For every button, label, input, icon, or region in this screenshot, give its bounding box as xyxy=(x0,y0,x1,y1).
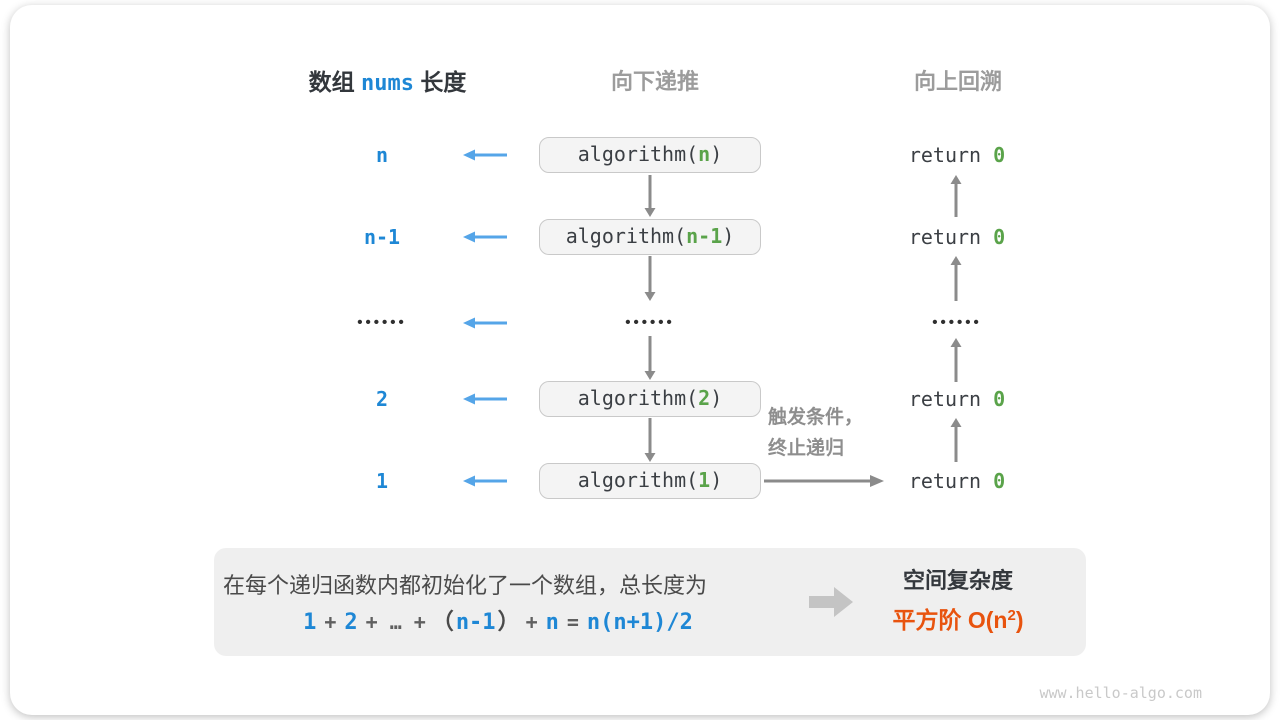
code-text: algorithm( xyxy=(565,224,687,248)
complexity-close-paren: ) xyxy=(1015,607,1024,633)
complexity-value: 平方阶 O(n2) xyxy=(853,604,1063,640)
left-arrow-icon xyxy=(463,475,507,487)
up-arrow-icon xyxy=(950,418,962,462)
header-length-label: 长度 xyxy=(420,69,467,95)
length-label-1: 1 xyxy=(375,469,389,493)
return-statement: return 0 xyxy=(876,223,1038,251)
code-arg: n xyxy=(698,142,711,166)
complexity-label: 平方阶 O(n xyxy=(892,607,1008,633)
code-text: algorithm( xyxy=(577,468,699,492)
formula-operator: + xyxy=(413,610,426,634)
formula-term: 2 xyxy=(344,610,358,635)
return-value: 0 xyxy=(993,469,1006,493)
code-arg: n-1 xyxy=(686,224,723,248)
code-arg: 2 xyxy=(698,386,711,410)
complexity-exponent: 2 xyxy=(1007,607,1016,624)
call-box-algorithm-n: algorithm(n) xyxy=(539,137,761,173)
diagram-card: 数组 nums 长度 向下递推 向上回溯 n n-1 •••••• 2 1 al… xyxy=(10,5,1270,715)
code-text: algorithm( xyxy=(577,142,699,166)
length-label-n: n xyxy=(375,143,389,167)
right-arrow-icon xyxy=(764,475,884,487)
call-box-algorithm-1: algorithm(1) xyxy=(539,463,761,499)
return-keyword: return xyxy=(908,387,982,411)
formula-operator: + xyxy=(365,610,378,634)
length-label-n-1: n-1 xyxy=(363,225,401,249)
call-box-algorithm-2: algorithm(2) xyxy=(539,381,761,417)
call-ellipsis-dots: •••••• xyxy=(625,314,675,331)
return-value: 0 xyxy=(993,387,1006,411)
summary-panel: 在每个递归函数内都初始化了一个数组，总长度为 1+2+…+（n-1）+n=n(n… xyxy=(214,548,1086,656)
annotation-line-2: 终止递归 xyxy=(768,438,845,459)
up-arrow-icon xyxy=(950,175,962,217)
down-arrow-icon xyxy=(644,336,656,380)
up-arrow-icon xyxy=(950,256,962,301)
code-text: ) xyxy=(710,386,723,410)
complexity-title: 空间复杂度 xyxy=(902,568,1013,593)
call-box-algorithm-n-1: algorithm(n-1) xyxy=(539,219,761,255)
watermark-url: www.hello-algo.com xyxy=(1039,684,1202,702)
return-statement: return 0 xyxy=(876,141,1038,169)
return-keyword: return xyxy=(908,143,982,167)
return-value: 0 xyxy=(993,143,1006,167)
code-arg: 1 xyxy=(698,468,711,492)
formula-term: n xyxy=(545,610,559,635)
length-ellipsis-dots: •••••• xyxy=(357,314,407,331)
formula-operator: + xyxy=(324,610,337,634)
formula-ellipsis: … xyxy=(389,610,402,634)
up-arrow-icon xyxy=(950,338,962,382)
return-ellipsis-dots: •••••• xyxy=(932,314,982,331)
block-arrow-right-icon xyxy=(809,587,853,617)
annotation-line-1: 触发条件， xyxy=(768,407,864,428)
length-label-2: 2 xyxy=(375,387,389,411)
summary-formula: 1+2+…+（n-1）+n=n(n+1)/2 xyxy=(214,607,782,638)
formula-result: n(n+1)/2 xyxy=(586,610,693,635)
header-array-label: 数组 xyxy=(308,69,355,95)
code-text: ) xyxy=(722,224,735,248)
formula-term: 1 xyxy=(303,610,317,635)
formula-operator: + xyxy=(525,610,538,634)
code-text: ) xyxy=(710,142,723,166)
return-statement: return 0 xyxy=(876,385,1038,413)
left-arrow-icon xyxy=(463,149,507,161)
return-keyword: return xyxy=(908,225,982,249)
code-text: algorithm( xyxy=(577,386,699,410)
down-arrow-icon xyxy=(644,418,656,462)
summary-text: 在每个递归函数内都初始化了一个数组，总长度为 xyxy=(222,573,707,598)
formula-term: n-1 xyxy=(455,610,496,635)
left-arrow-icon xyxy=(463,317,507,329)
return-statement: return 0 xyxy=(876,467,1038,495)
formula-operator: = xyxy=(566,610,579,634)
left-arrow-icon xyxy=(463,393,507,405)
column-header-array-length: 数组 nums 长度 xyxy=(265,63,510,97)
header-nums-code: nums xyxy=(361,71,414,96)
column-header-recurse-down: 向下递推 xyxy=(610,69,699,94)
column-header-backtrack-up: 向上回溯 xyxy=(913,69,1002,94)
down-arrow-icon xyxy=(644,256,656,301)
return-value: 0 xyxy=(993,225,1006,249)
code-text: ) xyxy=(710,468,723,492)
base-case-annotation: 触发条件， 终止递归 xyxy=(768,402,863,464)
formula-paren: ） xyxy=(497,609,520,634)
down-arrow-icon xyxy=(644,175,656,217)
return-keyword: return xyxy=(908,469,982,493)
left-arrow-icon xyxy=(463,231,507,243)
formula-paren: （ xyxy=(431,609,454,634)
